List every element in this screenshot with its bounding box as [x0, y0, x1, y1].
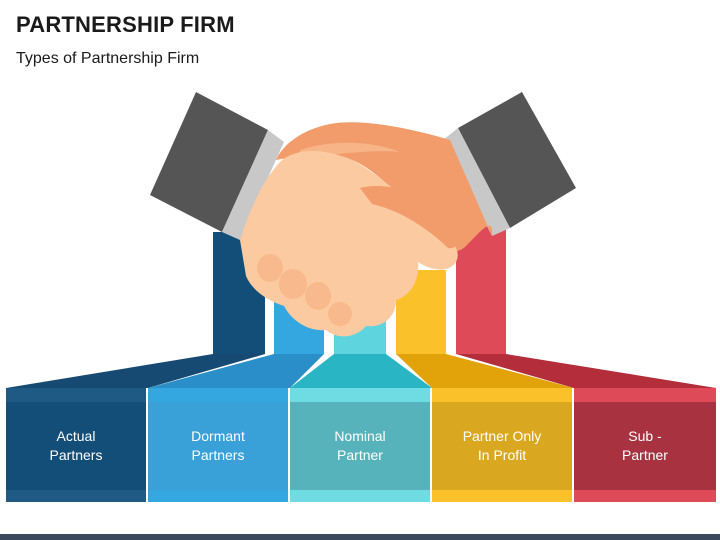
right-cuff: [443, 128, 510, 236]
type-box-5: [574, 388, 716, 502]
type-box-1: [6, 388, 146, 502]
fan-piece-2: [148, 354, 324, 388]
left-cuff: [222, 130, 284, 240]
fan-piece-4: [396, 354, 574, 388]
type-box-4: [432, 388, 572, 502]
page-title: PARTNERSHIP FIRM: [16, 12, 235, 37]
knuckle-3: [305, 282, 331, 310]
knuckle-4: [328, 302, 352, 326]
fan-piece-5: [456, 354, 716, 388]
type-label-nominal-partner: Nominal Partner: [334, 428, 386, 463]
type-box-2: [148, 388, 288, 502]
type-label-actual-partners: Actual Partners: [49, 428, 103, 463]
handshake-icon: [150, 92, 576, 337]
type-label-dormant-partners: Dormant Partners: [191, 428, 245, 463]
left-sleeve: [150, 92, 268, 232]
type-label-sub-partner: Sub - Partner: [622, 428, 668, 463]
right-thumb: [360, 185, 459, 249]
page-subtitle: Types of Partnership Firm: [16, 50, 200, 67]
knuckle-2: [279, 269, 307, 299]
fan-piece-1: [6, 354, 265, 388]
type-label-partner-only-in-profit: Partner Only In Profit: [462, 428, 542, 463]
right-sleeve: [458, 92, 576, 228]
type-box-3: [290, 388, 430, 502]
fan-piece-3: [290, 354, 432, 388]
knuckle-1: [257, 254, 283, 282]
footer-bar: [0, 534, 720, 540]
